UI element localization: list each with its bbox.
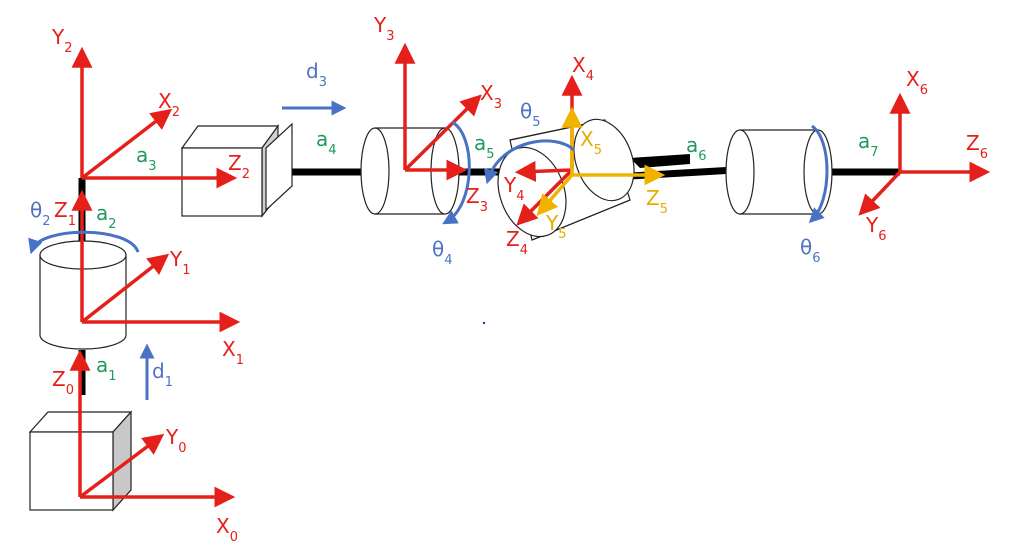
theta5-arrow bbox=[483, 139, 576, 185]
y0-label: Y0 bbox=[165, 425, 187, 456]
theta4-arrow bbox=[442, 120, 471, 225]
base-box bbox=[28, 410, 133, 512]
z1-label: Z1 bbox=[54, 198, 76, 229]
theta2-arrow bbox=[28, 230, 140, 255]
d1-label: d1 bbox=[152, 359, 173, 390]
x2-label: X2 bbox=[158, 89, 180, 120]
theta6-label: θ6 bbox=[800, 235, 821, 266]
y6-axis bbox=[858, 170, 902, 216]
frame-6-axes bbox=[858, 92, 991, 216]
x2-axis bbox=[80, 108, 173, 180]
z6-label: Z6 bbox=[966, 131, 988, 162]
theta6-arrow bbox=[808, 124, 829, 224]
stray-dot bbox=[482, 321, 486, 325]
y1-axis bbox=[80, 253, 170, 324]
y3-label: Y3 bbox=[373, 13, 395, 44]
frame-2-axes bbox=[71, 46, 238, 189]
link-wrist-flange bbox=[630, 154, 690, 168]
a4-label: a4 bbox=[316, 127, 337, 158]
d3-label: d3 bbox=[306, 59, 327, 90]
frame-5-axes bbox=[536, 106, 666, 216]
a3-label: a3 bbox=[136, 143, 157, 174]
frame-0-axes bbox=[69, 349, 236, 508]
z0-label: Z0 bbox=[52, 367, 74, 398]
y1-label: Y1 bbox=[169, 247, 191, 278]
y6-label: Y6 bbox=[865, 213, 887, 244]
theta2-label: θ2 bbox=[30, 198, 51, 229]
x4-label: X4 bbox=[572, 53, 594, 84]
theta4-label: θ4 bbox=[432, 237, 453, 268]
x3-axis bbox=[403, 94, 482, 172]
y4-axis bbox=[514, 160, 573, 182]
frame-1-axes bbox=[71, 189, 241, 333]
y2-label: Y2 bbox=[51, 25, 73, 56]
theta5-label: θ5 bbox=[520, 99, 541, 130]
y5-label: Y5 bbox=[545, 211, 567, 242]
z2-label: Z2 bbox=[228, 151, 250, 182]
a7-label: a7 bbox=[858, 129, 879, 160]
y4-label: Y4 bbox=[503, 173, 525, 204]
a1-label: a1 bbox=[96, 353, 117, 384]
a2-label: a2 bbox=[96, 201, 117, 232]
y5-axis bbox=[536, 173, 574, 216]
x0-label: X0 bbox=[216, 514, 238, 545]
x1-label: X1 bbox=[222, 337, 244, 368]
joint-motion-arrows bbox=[28, 100, 829, 400]
z5-label: Z5 bbox=[646, 186, 668, 217]
y0-axis bbox=[78, 433, 165, 499]
x5-label: X5 bbox=[580, 127, 602, 158]
x6-label: X6 bbox=[906, 67, 928, 98]
frame-3-axes bbox=[394, 42, 482, 181]
a5-label: a5 bbox=[474, 131, 495, 162]
rotary-cylinder-6 bbox=[725, 129, 833, 215]
z3-label: Z3 bbox=[466, 184, 488, 215]
x3-label: X3 bbox=[480, 81, 502, 112]
a6-label: a6 bbox=[686, 133, 707, 164]
z4-label: Z4 bbox=[506, 227, 528, 258]
